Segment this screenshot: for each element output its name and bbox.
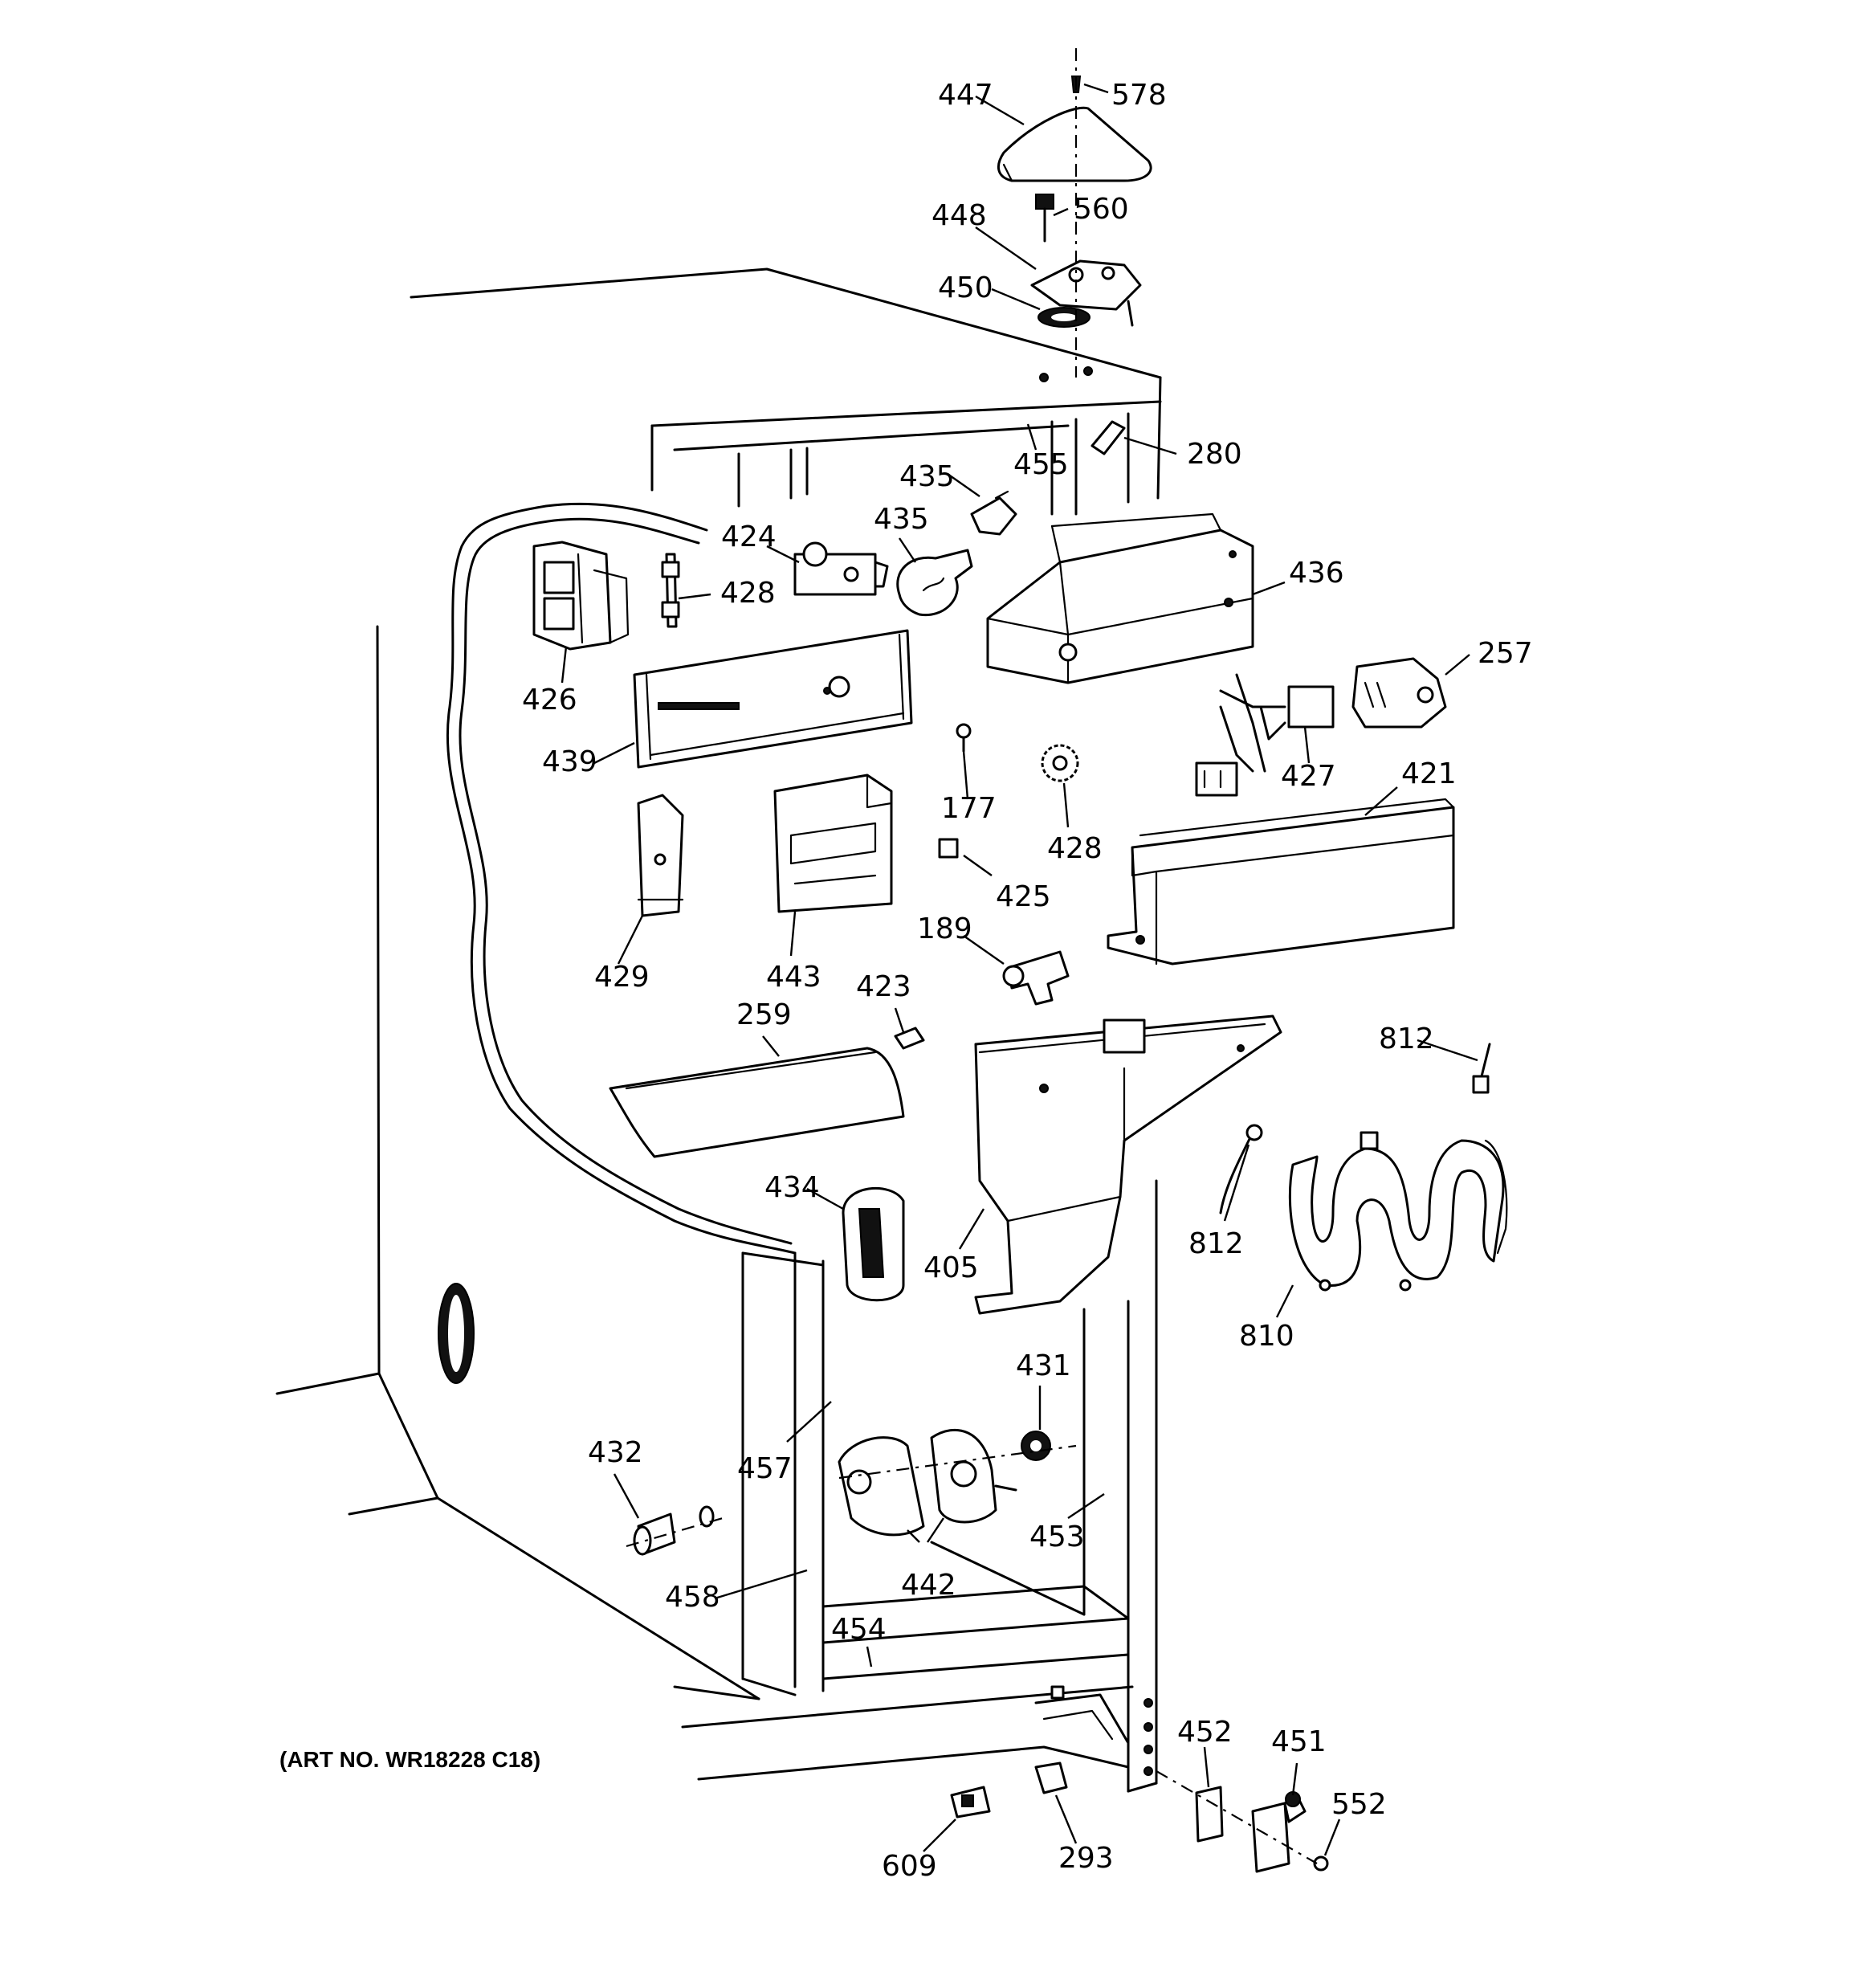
defrost-timer-257 [1351, 657, 1447, 729]
callout-458: 458 [665, 1581, 720, 1614]
callout-560: 560 [1074, 193, 1129, 226]
callout-424: 424 [721, 520, 777, 553]
callout-443: 443 [766, 961, 821, 994]
callout-439: 439 [542, 745, 597, 778]
callout-426: 426 [522, 684, 577, 716]
tee-fitting-189 [1002, 950, 1070, 1006]
duct-405 [974, 1014, 1282, 1315]
bracket-429 [637, 794, 684, 917]
art-number: (ART NO. WR18228 C18) [279, 1747, 540, 1772]
callout-436: 436 [1289, 557, 1344, 590]
callout-552: 552 [1331, 1788, 1387, 1821]
clip-428 [661, 553, 680, 628]
callout-435-socket: 435 [899, 460, 955, 493]
part-609 [950, 1786, 991, 1819]
callout-447: 447 [938, 79, 993, 112]
switch-housing-426 [532, 541, 630, 651]
callout-423: 423 [856, 970, 911, 1003]
tube-812 [1219, 1124, 1263, 1214]
light-housing-436 [986, 512, 1254, 684]
light-socket-435 [970, 490, 1017, 536]
callout-450: 450 [938, 271, 993, 304]
callout-453: 453 [1029, 1521, 1085, 1553]
callout-280: 280 [1187, 438, 1242, 471]
callout-812: 812 [1188, 1227, 1244, 1260]
block-425 [938, 838, 959, 859]
callout-448: 448 [932, 199, 987, 232]
top-hinge-448 [1030, 259, 1142, 327]
callout-451: 451 [1271, 1725, 1327, 1758]
bushing-432 [633, 1505, 715, 1556]
callout-429: 429 [594, 961, 650, 994]
part-293 [1034, 1761, 1068, 1794]
callout-455: 455 [1013, 448, 1069, 481]
callout-442: 442 [901, 1569, 956, 1602]
callout-189: 189 [917, 912, 972, 945]
control-dials-442 [838, 1428, 1017, 1537]
callout-452: 452 [1177, 1716, 1233, 1749]
callout-457: 457 [737, 1452, 793, 1485]
tube-812-top [1472, 1043, 1491, 1094]
part-280 [1090, 420, 1126, 455]
callout-609: 609 [882, 1850, 937, 1883]
channel-421 [1107, 798, 1455, 965]
leader-lines [561, 83, 1478, 1856]
knob-431 [1021, 1431, 1051, 1461]
callout-432: 432 [588, 1436, 643, 1469]
callout-177: 177 [941, 792, 997, 825]
callout-435-bulb: 435 [874, 503, 929, 536]
callout-405: 405 [923, 1251, 979, 1284]
callout-259: 259 [736, 998, 792, 1031]
cover-259 [609, 1047, 905, 1158]
wall-vent [438, 1283, 475, 1384]
wire-harness-427 [1195, 673, 1335, 797]
callout-434: 434 [764, 1171, 820, 1204]
callout-257: 257 [1478, 637, 1533, 670]
heater-810 [1288, 1131, 1508, 1292]
callout-454: 454 [831, 1613, 887, 1646]
callout-431: 431 [1016, 1349, 1071, 1382]
callout-293: 293 [1058, 1842, 1114, 1875]
callout-578: 578 [1111, 79, 1167, 112]
callout-labels: 447 578 448 560 450 280 455 435 435 424 … [522, 79, 1533, 1883]
cabinet-outline [275, 267, 1162, 1793]
callout-812-top: 812 [1379, 1023, 1434, 1055]
hinge-shim-450 [1037, 307, 1090, 328]
plate-452 [1195, 1786, 1224, 1843]
light-bulb-435 [896, 549, 973, 617]
top-hinge-cover-447 [997, 106, 1152, 182]
bracket-443 [773, 774, 893, 913]
grille-434 [842, 1186, 905, 1302]
callout-425: 425 [996, 880, 1051, 913]
gear-428 [1041, 744, 1079, 782]
callout-421: 421 [1401, 757, 1457, 790]
callout-428-clip: 428 [720, 577, 776, 610]
screw-177 [956, 723, 972, 753]
hinge-bolt-560 [1035, 194, 1054, 243]
callout-428-gear: 428 [1047, 832, 1103, 865]
callout-810: 810 [1239, 1320, 1294, 1353]
screw-552 [1313, 1855, 1329, 1872]
part-423 [894, 1027, 925, 1050]
lower-hinge-451 [1251, 1791, 1307, 1873]
bracket-439 [633, 629, 913, 769]
switch-424 [793, 541, 889, 596]
callout-427: 427 [1281, 760, 1336, 793]
